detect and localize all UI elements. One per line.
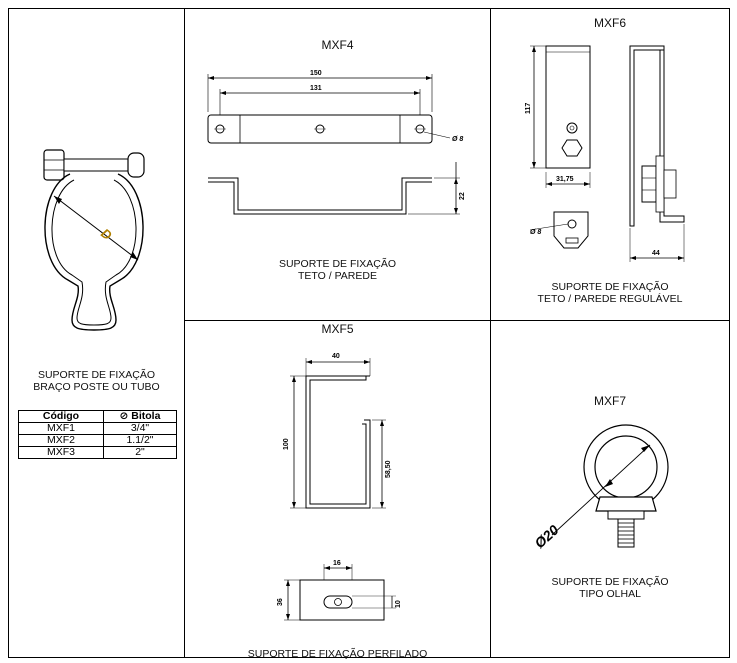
caption-line-2: TIPO OLHAL xyxy=(579,588,641,600)
mxf6-title: MXF6 xyxy=(593,16,626,30)
caption-line-2: BRAÇO POSTE OU TUBO xyxy=(33,381,160,393)
panel-mxf7 xyxy=(490,320,730,658)
mxf5-title: MXF5 xyxy=(321,322,354,336)
table-row: MXF3 2" xyxy=(18,446,177,459)
caption-line-1: SUPORTE DE FIXAÇÃO xyxy=(551,576,669,588)
dim-slot-h: 10 xyxy=(395,600,402,608)
row-gauge: 3/4" xyxy=(103,422,177,435)
dim-hole: Ø 8 xyxy=(530,229,541,236)
row-code: MXF3 xyxy=(18,446,104,459)
dim-height: 117 xyxy=(525,103,532,114)
mxf4-title: MXF4 xyxy=(321,38,354,52)
mxf4-drawing: 150 131 Ø 8 22 xyxy=(207,70,466,215)
dim-lower: 58,50 xyxy=(385,460,392,478)
caption-line-1: SUPORTE DE FIXAÇÃO xyxy=(551,281,669,293)
mxf7-drawing: Ø20 xyxy=(531,424,669,551)
dim-width: 31,75 xyxy=(556,176,574,183)
caption-line-1: SUPORTE DE FIXAÇÃO xyxy=(278,258,397,270)
dim-total: 150 xyxy=(310,70,322,77)
mxf7-caption: SUPORTE DE FIXAÇÃO TIPO OLHAL xyxy=(490,576,730,600)
table-header-row: Código ⊘ Bitola xyxy=(18,410,177,423)
dim-inner: 131 xyxy=(310,85,322,92)
dim-top: 40 xyxy=(332,353,340,360)
mxf7-title: MXF7 xyxy=(593,394,626,408)
table-row: MXF1 3/4" xyxy=(18,422,177,435)
dim-diameter: Ø20 xyxy=(531,521,562,551)
dim-hole: Ø 8 xyxy=(452,136,463,143)
row-code: MXF2 xyxy=(18,434,104,447)
row-gauge: 2" xyxy=(103,446,177,459)
row-code: MXF1 xyxy=(18,422,104,435)
dim-plate-h: 36 xyxy=(277,598,284,606)
row-gauge: 1.1/2" xyxy=(103,434,177,447)
gauge-table: Código ⊘ Bitola MXF1 3/4" MXF2 1.1/2" MX… xyxy=(18,410,177,459)
dim-base: 44 xyxy=(652,250,660,257)
mxf5-caption: SUPORTE DE FIXAÇÃO PERFILADO xyxy=(247,648,428,660)
dim-height: 22 xyxy=(459,192,466,200)
table-row: MXF2 1.1/2" xyxy=(18,434,177,447)
caption-line-2: TETO / PAREDE xyxy=(298,270,377,282)
dim-slot-w: 16 xyxy=(333,560,341,567)
mxf4-caption: SUPORTE DE FIXAÇÃO TETO / PAREDE xyxy=(184,258,491,282)
mxf6-drawing: 117 31,75 Ø 8 44 xyxy=(525,45,685,262)
tube-clamp-caption: SUPORTE DE FIXAÇÃO BRAÇO POSTE OU TUBO xyxy=(8,369,185,393)
tube-clamp-drawing: D xyxy=(43,149,145,331)
mxf6-caption: SUPORTE DE FIXAÇÃO TETO / PAREDE REGULÁV… xyxy=(490,281,730,305)
dim-height: 100 xyxy=(283,438,290,450)
caption-line-2: TETO / PAREDE REGULÁVEL xyxy=(537,293,683,305)
header-code: Código xyxy=(18,410,104,423)
caption-line-1: SUPORTE DE FIXAÇÃO xyxy=(37,369,156,381)
mxf5-drawing: 40 100 58,50 16 36 10 xyxy=(277,353,402,621)
header-gauge: ⊘ Bitola xyxy=(103,410,177,423)
